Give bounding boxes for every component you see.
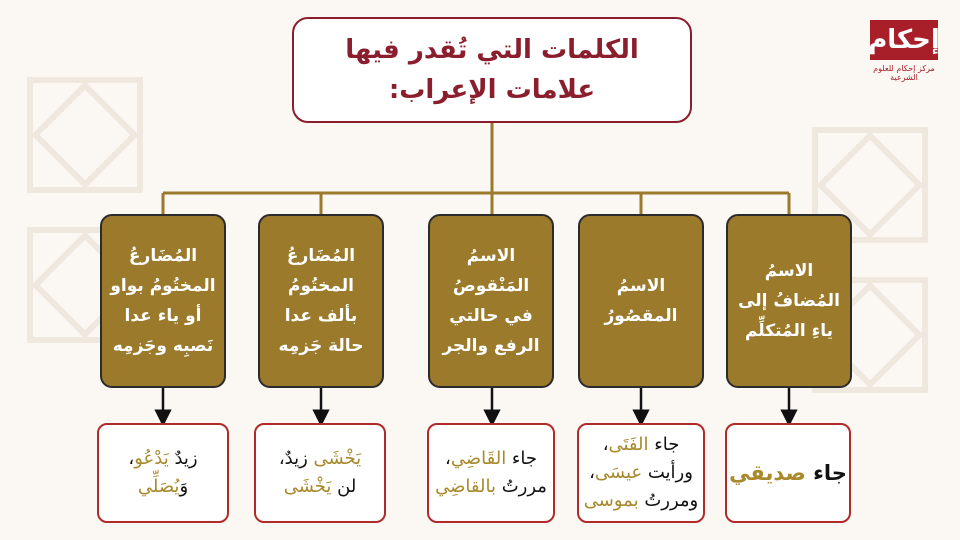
title-line-2: علامات الإعراب: xyxy=(388,75,596,105)
example-line: يَخْشَى زيدٌ، xyxy=(278,448,362,469)
category-box-4: المُضَارعُ المختُومُ بألف عدا حالة جَزمِ… xyxy=(258,214,384,388)
category-box-5: المُضَارعُ المختُومُ بواو أو ياء عدا نَص… xyxy=(100,214,226,388)
title-box: الكلمات التي تُقدر فيها علامات الإعراب: xyxy=(292,17,692,123)
example-line: جاء صديقي xyxy=(729,461,847,485)
logo: إحكام مركز إحكام للعلوم الشرعية xyxy=(866,16,942,92)
category-box-3: الاسمُ المَنْقوصُ في حالتي الرفع والجر xyxy=(428,214,554,388)
category-label: المُضَارعُ المختُومُ بواو أو ياء عدا نَص… xyxy=(110,246,216,356)
example-box-2: جاء الفَتَى، ورأيت عيسَى، ومررتُ بموسى xyxy=(577,423,705,523)
example-line: وَيُصَلِّي xyxy=(137,476,189,497)
category-label: الاسمُ المَنْقوصُ في حالتي الرفع والجر xyxy=(442,246,540,356)
category-label: الاسمُ المُضافُ إلى ياءِ المُتكلِّم xyxy=(738,261,840,341)
example-box-5: زيدٌ يَدْعُو، وَيُصَلِّي xyxy=(97,423,229,523)
category-box-2: الاسمُ المقصُورُ xyxy=(578,214,704,388)
example-line: ورأيت عيسَى، xyxy=(589,462,693,483)
category-label: الاسمُ المقصُورُ xyxy=(604,276,678,326)
example-line: زيدٌ يَدْعُو، xyxy=(128,448,198,469)
example-line: جاء القَاضِي، xyxy=(445,448,537,469)
title-line-1: الكلمات التي تُقدر فيها xyxy=(345,35,639,65)
example-box-4: يَخْشَى زيدٌ، لن يَخْشَى xyxy=(254,423,386,523)
example-box-3: جاء القَاضِي، مررتُ بالقاضِي xyxy=(427,423,555,523)
example-box-1: جاء صديقي xyxy=(725,423,851,523)
example-line: مررتُ بالقاضِي xyxy=(435,476,547,497)
logo-mark: إحكام xyxy=(868,20,940,60)
category-label: المُضَارعُ المختُومُ بألف عدا حالة جَزمِ… xyxy=(278,246,364,356)
category-box-1: الاسمُ المُضافُ إلى ياءِ المُتكلِّم xyxy=(726,214,852,388)
example-line: ومررتُ بموسى xyxy=(583,490,699,511)
logo-subtitle: مركز إحكام للعلوم الشرعية xyxy=(873,64,935,82)
background-ornament-right xyxy=(812,127,928,393)
example-line: جاء الفَتَى، xyxy=(602,434,680,455)
example-line: لن يَخْشَى xyxy=(283,476,357,497)
